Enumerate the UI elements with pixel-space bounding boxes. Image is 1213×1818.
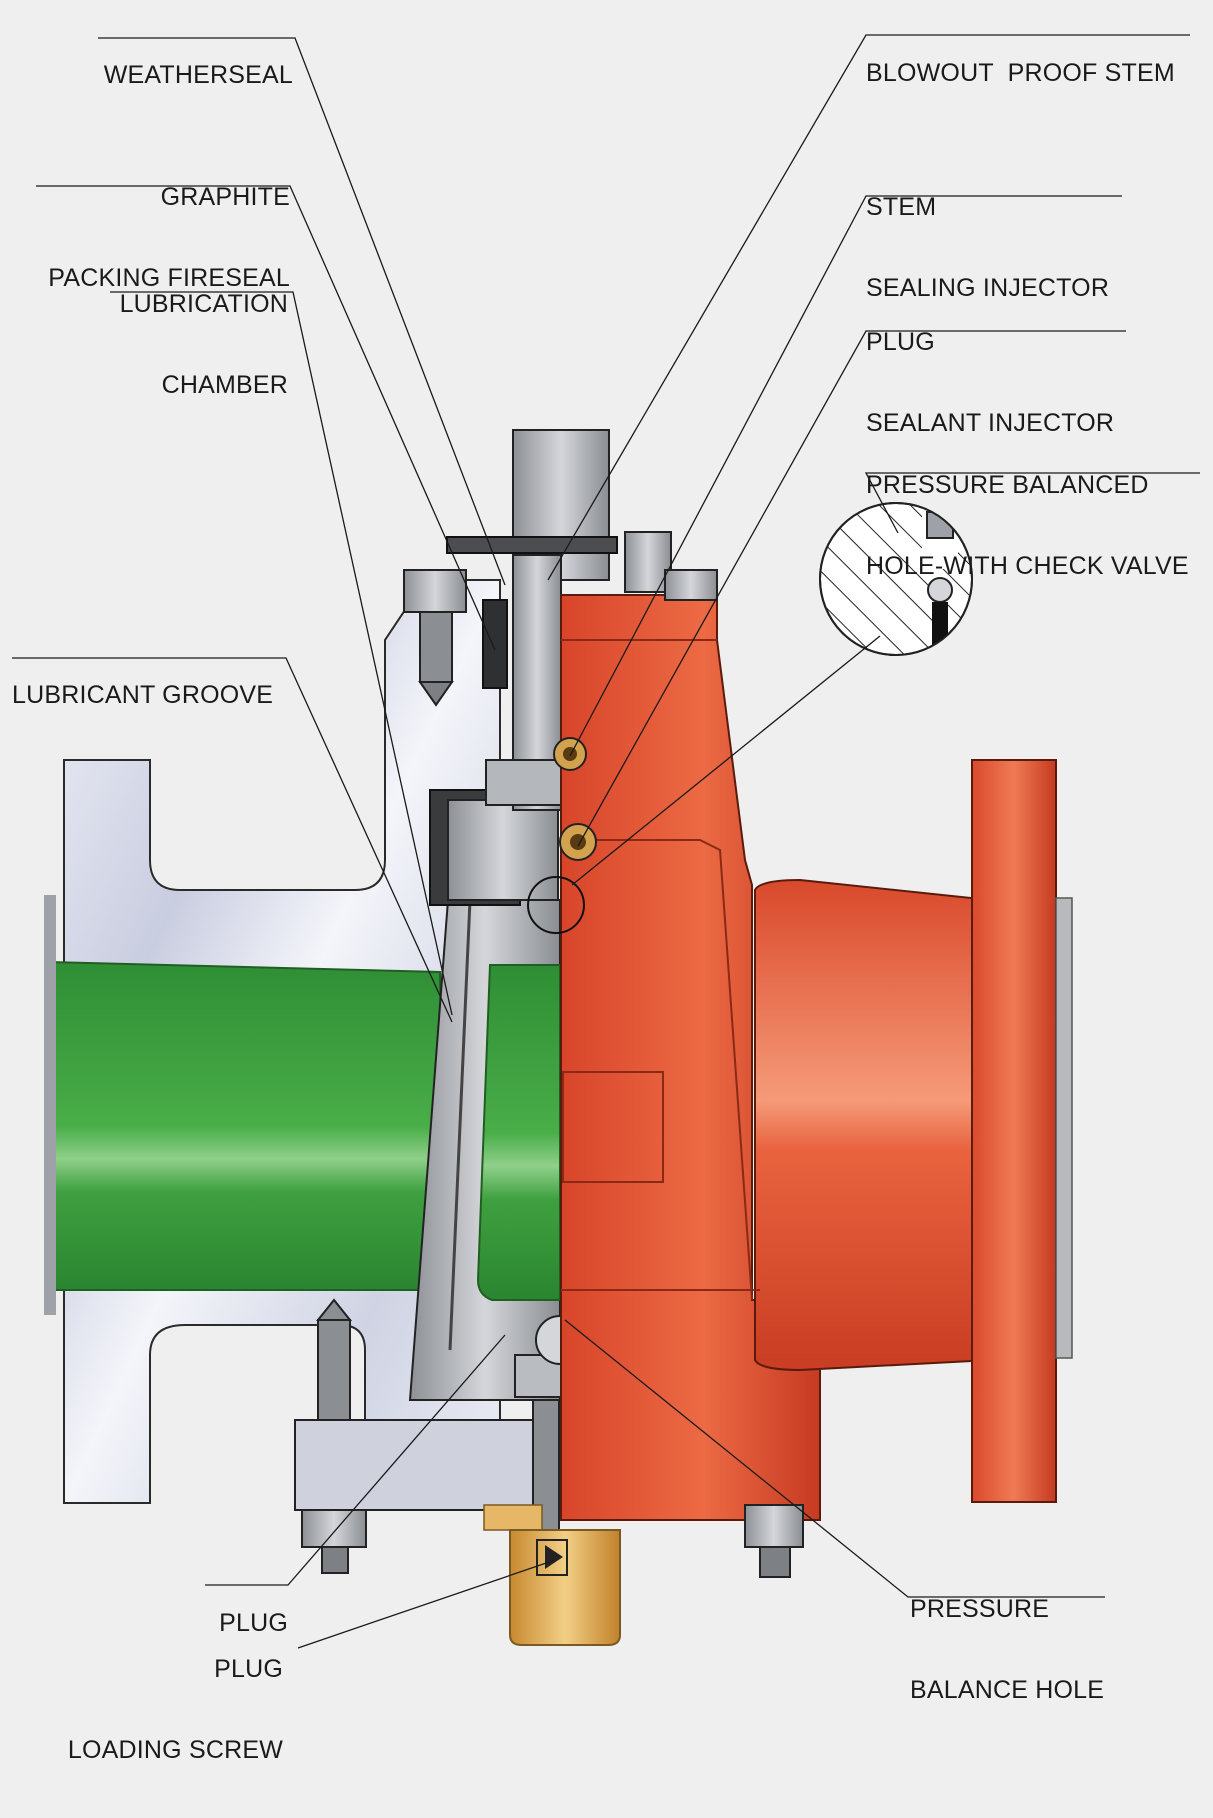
- label-blowout-proof-stem: BLOWOUT PROOF STEM: [866, 59, 1175, 87]
- left-cutaway-body: [44, 429, 621, 1646]
- plug-loading-screw-assembly: [483, 1399, 621, 1646]
- bore-green: [47, 960, 447, 1291]
- leader-pressure-balance-hole: [564, 1319, 1105, 1598]
- leader-lubrication-chamber: [110, 291, 453, 1016]
- label-plug: PLUG: [219, 1609, 288, 1637]
- leader-plug: [205, 1334, 506, 1586]
- leader-plug-loading-screw: [297, 1559, 556, 1649]
- label-pressure-balanced-hole-check-valve: PRESSURE BALANCED HOLE-WITH CHECK VALVE: [866, 471, 1189, 580]
- bonnet-bolt-upper: [403, 569, 467, 707]
- label-plug-loading-screw: PLUG LOADING SCREW: [67, 1655, 283, 1764]
- leader-stem-sealing-injector: [569, 195, 1122, 757]
- label-lubrication-chamber: LUBRICATION CHAMBER: [119, 290, 288, 399]
- label-plug-sealant-injector: PLUG SEALANT INJECTOR: [866, 328, 1115, 437]
- leader-weatherseal: [98, 37, 506, 586]
- leader-lubricant-groove: [12, 657, 453, 1023]
- right-flange: [971, 759, 1057, 1503]
- stem-sealing-injector-fitting: [553, 737, 587, 771]
- valve-cutaway-diagram: WEATHERSEAL GRAPHITE PACKING FIRESEAL LU…: [12, 34, 1200, 1764]
- label-pressure-balance-hole: PRESSURE BALANCE HOLE: [910, 1595, 1105, 1704]
- label-stem-sealing-injector: STEM SEALING INJECTOR: [866, 193, 1110, 302]
- leader-pressure-balanced-check: [864, 472, 1200, 534]
- stem: [446, 429, 618, 811]
- detail-marker-circle: [527, 876, 585, 934]
- right-painted-body: [553, 531, 1073, 1578]
- leader-plug-sealant-injector: [577, 330, 1126, 847]
- valve-illustration: [12, 34, 1200, 1649]
- label-weatherseal: WEATHERSEAL: [103, 61, 293, 89]
- leader-detail-to-marker: [571, 635, 881, 886]
- label-graphite-packing-fireseal: GRAPHITE PACKING FIRESEAL: [48, 183, 290, 292]
- label-lubricant-groove: LUBRICANT GROOVE: [12, 681, 274, 709]
- leader-lines: [12, 34, 1200, 1649]
- leader-blowout-proof-stem: [547, 34, 1190, 581]
- leader-graphite-packing: [36, 185, 496, 651]
- plug-sealant-injector-fitting: [559, 823, 597, 861]
